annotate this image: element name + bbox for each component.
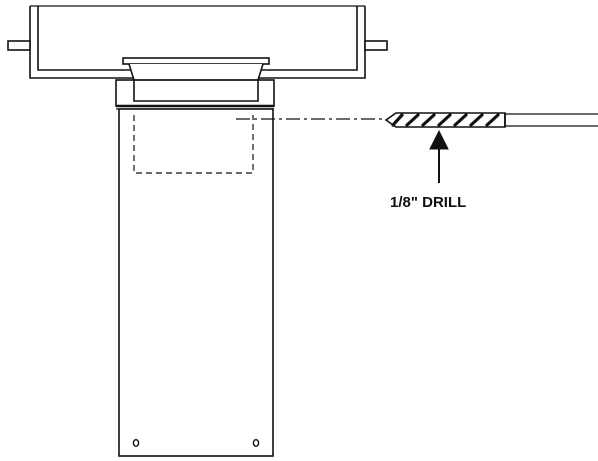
mounting-hole-left xyxy=(132,439,140,448)
tube-body xyxy=(118,108,274,457)
callout-arrow xyxy=(429,129,449,183)
drill-bit xyxy=(384,112,598,128)
mounting-hole-right xyxy=(252,439,260,448)
drill-label: 1/8" DRILL xyxy=(390,194,466,211)
collar-fitting xyxy=(115,57,275,110)
hidden-socket xyxy=(133,115,254,174)
mounting-holes xyxy=(132,439,260,448)
